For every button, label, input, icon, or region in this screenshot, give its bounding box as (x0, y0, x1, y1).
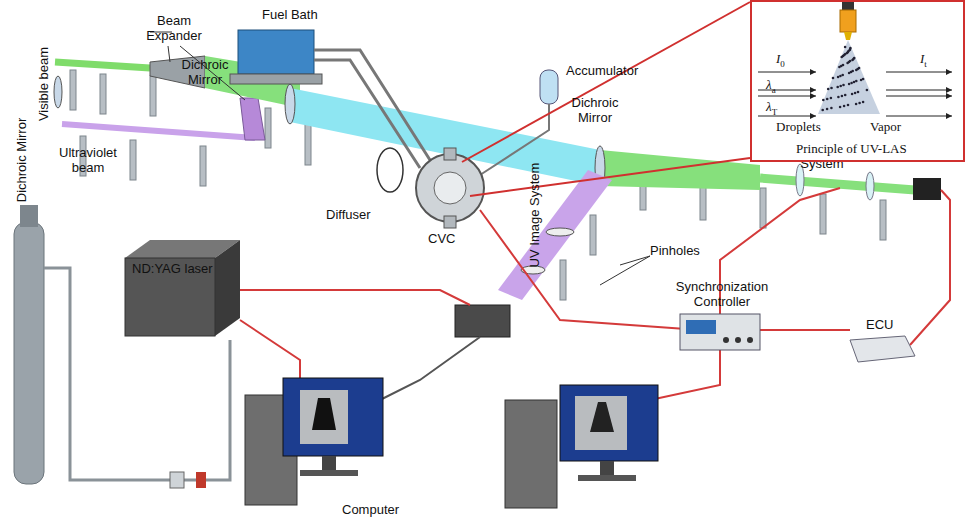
inset-text: λT (766, 100, 777, 117)
spray-illustration (752, 2, 963, 160)
part-label: Diffuser (326, 208, 371, 223)
controller-label: Synchronization Controller (670, 280, 774, 309)
beam-label: Visible beam (37, 47, 52, 121)
inset-text: Droplets (776, 120, 821, 134)
camera-label: UV Image System (528, 163, 543, 268)
device-label: Fuel Bath (262, 8, 318, 23)
part-label: Pinholes (650, 244, 700, 259)
inset-box: I0λa λT ItDroplets VaporPrinciple of UV-LAS (750, 0, 965, 162)
inset-text: It (920, 52, 927, 69)
inset-text: λa (766, 78, 776, 95)
inset-text: Principle of UV-LAS (796, 142, 907, 156)
mirror-label: Dichroic Mirror (176, 58, 234, 87)
part-label: CVC (428, 232, 455, 247)
beam-label: Ultraviolet beam (52, 146, 124, 175)
device-label: Accumulator (566, 64, 638, 79)
mirror-label: Dichroic Mirror (15, 118, 30, 203)
inset-text: I0 (776, 52, 785, 69)
computer-label: Computer (342, 503, 399, 518)
device-label: ECU (866, 318, 893, 333)
inset-text: Vapor (870, 120, 901, 134)
mirror-label: Dichroic Mirror (566, 96, 624, 125)
expander-label: Beam Expander (138, 14, 210, 43)
laser-label: ND:YAG laser (132, 262, 213, 277)
